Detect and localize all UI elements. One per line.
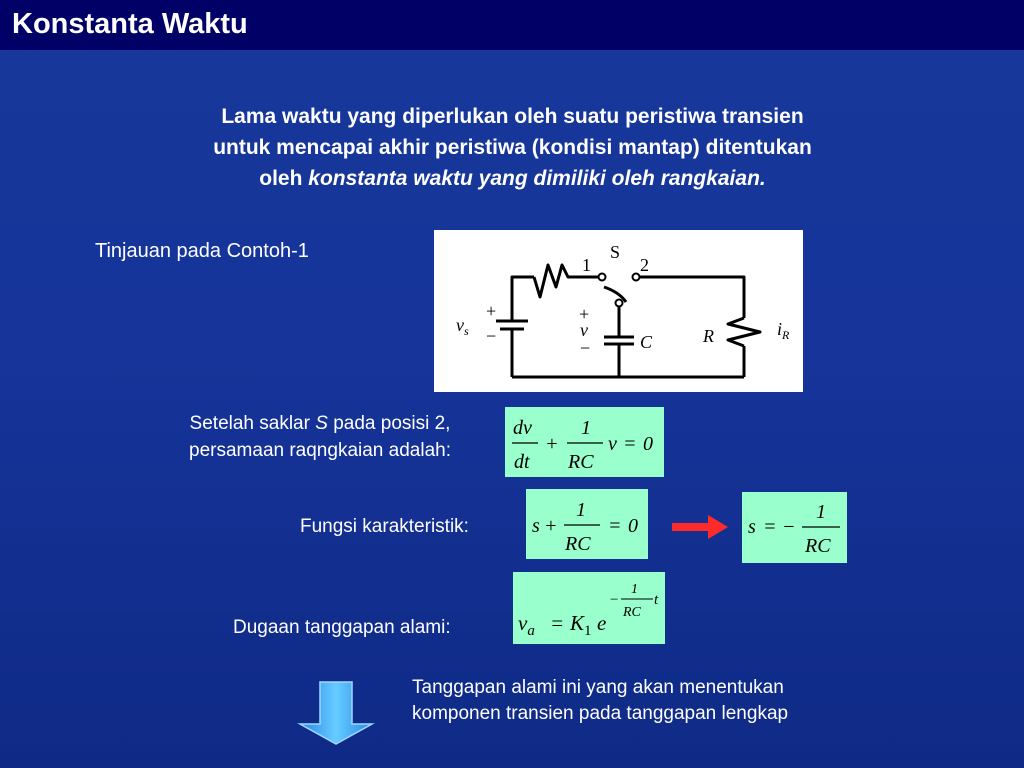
step2-label: Fungsi karakteristik: — [300, 516, 469, 537]
intro-line-3: oleh konstanta waktu yang dimiliki oleh … — [140, 163, 885, 194]
eq4-lhs: va — [518, 611, 535, 639]
intro-line-3-prefix: oleh — [259, 167, 309, 190]
step1-line-2: persamaan raqngkaian adalah: — [189, 440, 451, 461]
closing-line-1: Tanggapan alami ini yang akan menentukan — [412, 677, 784, 698]
circuit-diagram: S 1 2 + − vs + v − C R iR — [434, 230, 803, 392]
eq3-var: s — [748, 516, 756, 538]
intro-line-3-italic: konstanta waktu yang dimiliki oleh rangk… — [308, 167, 766, 190]
intro-line-1: Lama waktu yang diperlukan oleh suatu pe… — [221, 105, 804, 128]
review-label: Tinjauan pada Contoh-1 — [95, 240, 309, 262]
switch-label: S — [610, 242, 620, 262]
resistor-parallel — [726, 316, 762, 348]
cap-minus: − — [580, 338, 590, 358]
eq4-exp-minus: − — [609, 592, 619, 608]
step1-line-1: Setelah saklar S pada posisi 2, — [150, 410, 490, 437]
down-arrow-icon — [297, 681, 375, 745]
resistor-series — [532, 263, 599, 299]
switch-arm — [603, 285, 628, 303]
eq2-plus: + — [544, 515, 558, 537]
eq4-k: K1 — [569, 611, 592, 639]
closing-line-2: komponen transien pada tanggapan lengkap — [412, 703, 789, 724]
wire-left — [510, 275, 534, 314]
eq1-num-left: dv — [513, 417, 532, 439]
step3-label: Dugaan tanggapan alami: — [233, 617, 451, 638]
switch-pos-1: 1 — [582, 255, 591, 275]
wire-right — [639, 275, 746, 318]
equation-root: s = − 1 RC — [742, 492, 847, 563]
eq4-exp-den: RC — [622, 605, 642, 620]
switch-pos-2: 2 — [640, 255, 649, 275]
equation-natural-response: va = K1 e − 1 RC t — [513, 572, 665, 644]
source-minus: − — [486, 326, 496, 346]
switch-pivot — [614, 298, 624, 308]
eq2-rhs: 0 — [628, 515, 638, 537]
cap-voltage: v — [580, 320, 588, 340]
eq4-e: e — [597, 611, 606, 635]
circuit-svg: S 1 2 + − vs + v − C R iR — [456, 242, 790, 379]
eq1-num-mid: 1 — [581, 417, 591, 439]
eq2-eq-sign: = — [608, 515, 622, 537]
resistor-label: R — [702, 326, 714, 346]
red-arrow-icon — [672, 515, 728, 539]
step1-label: Setelah saklar S pada posisi 2, persamaa… — [150, 410, 490, 464]
switch-contact-2 — [631, 272, 641, 282]
eq1-plus: + — [545, 433, 559, 455]
step1-switch-name: S — [315, 413, 328, 434]
step1-suffix: pada posisi 2, — [327, 413, 451, 434]
eq4-exp-t: t — [654, 592, 659, 608]
eq1-rhs: 0 — [643, 433, 653, 455]
source-plus: + — [486, 301, 496, 321]
eq4-exp-num: 1 — [631, 582, 638, 597]
eq1-den-mid: RC — [567, 451, 594, 473]
source-label: vs — [456, 315, 469, 338]
eq1-var: v — [608, 433, 617, 455]
eq1-eq-sign: = — [623, 433, 637, 455]
eq3-minus: − — [782, 516, 796, 538]
intro-paragraph: Lama waktu yang diperlukan oleh suatu pe… — [140, 101, 885, 194]
cap-label: C — [640, 332, 653, 352]
eq3-den: RC — [804, 535, 831, 557]
eq3-num: 1 — [816, 501, 826, 523]
cap-plus: + — [579, 304, 589, 324]
eq3-eq-sign: = — [763, 516, 777, 538]
eq2-num: 1 — [576, 499, 586, 521]
step1-prefix: Setelah saklar — [189, 413, 316, 434]
eq4-eq-sign: = — [550, 611, 564, 635]
switch-contact-1 — [597, 272, 607, 282]
current-label: iR — [777, 319, 790, 342]
closing-text: Tanggapan alami ini yang akan menentukan… — [412, 675, 788, 727]
equation-characteristic: s + 1 RC = 0 — [526, 489, 648, 559]
eq1-den-left: dt — [514, 451, 530, 473]
intro-line-2: untuk mencapai akhir peristiwa (kondisi … — [213, 136, 812, 159]
eq2-den: RC — [564, 533, 591, 555]
slide-title: Konstanta Waktu — [12, 8, 248, 40]
equation-differential: dv dt + 1 RC v = 0 — [505, 407, 664, 477]
title-bar: Konstanta Waktu — [0, 0, 1024, 50]
eq2-var: s — [532, 515, 540, 537]
